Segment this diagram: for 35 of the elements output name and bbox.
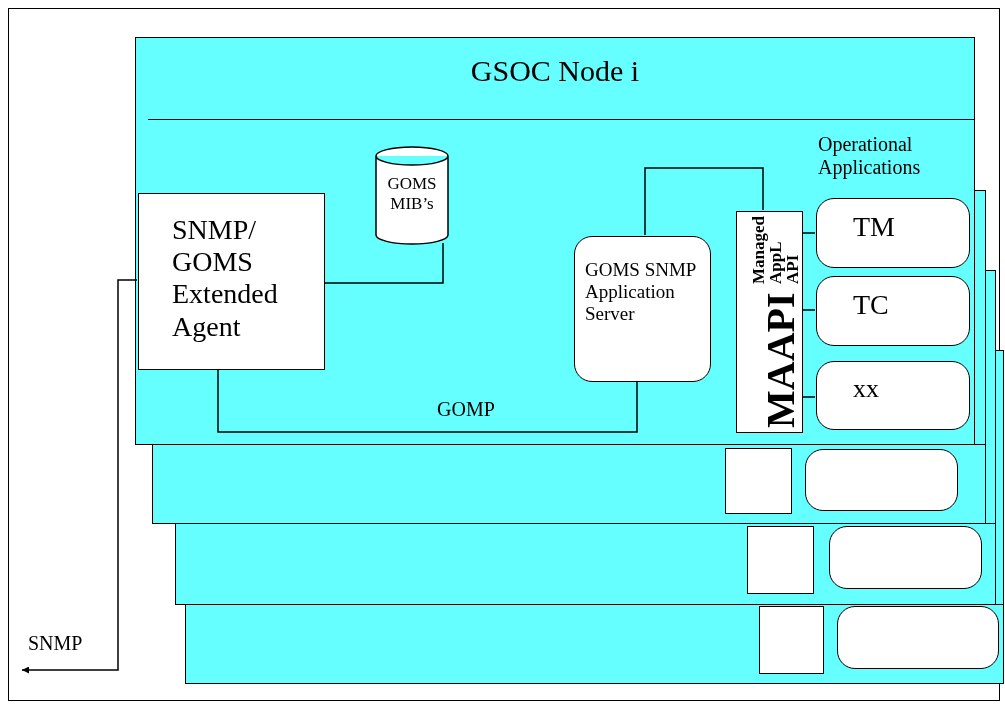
connector-line	[801, 309, 816, 311]
connector-line	[801, 396, 816, 398]
arrow	[21, 279, 138, 674]
node-panel	[135, 37, 975, 445]
group-heading: Operational Applications	[818, 133, 922, 179]
connector-line	[801, 232, 816, 234]
api-bar	[725, 448, 792, 514]
panel-title: GSOC Node i	[469, 54, 641, 89]
agent-box	[138, 193, 325, 370]
connector-line	[644, 167, 764, 236]
api-name: Managed AppL API	[749, 215, 802, 287]
application-box	[837, 606, 999, 669]
server-box	[574, 236, 711, 382]
node-label: GOMS SNMP Application Server	[585, 259, 697, 325]
api-acronym: MAAPI	[760, 291, 802, 430]
application-box	[816, 276, 970, 346]
node-label: xx	[853, 374, 879, 404]
node-panel	[152, 444, 986, 524]
node-label: TM	[853, 211, 895, 244]
application-box	[816, 361, 970, 430]
api-bar	[747, 526, 814, 594]
application-box	[829, 526, 982, 589]
application-box	[805, 449, 958, 511]
api-bar	[759, 606, 824, 674]
interface-name: SNMP	[28, 632, 83, 655]
connector-line	[323, 242, 444, 284]
node-label: SNMP/ GOMS Extended Agent	[172, 214, 279, 343]
node-panel	[175, 523, 996, 605]
application-box	[816, 198, 970, 268]
database-cylinder	[375, 146, 449, 245]
node-label: GOMS MIB’s	[386, 174, 438, 214]
connector-line	[217, 368, 638, 433]
api-bar	[736, 211, 803, 433]
node-panel	[185, 604, 1004, 684]
node-label: TC	[853, 289, 889, 322]
